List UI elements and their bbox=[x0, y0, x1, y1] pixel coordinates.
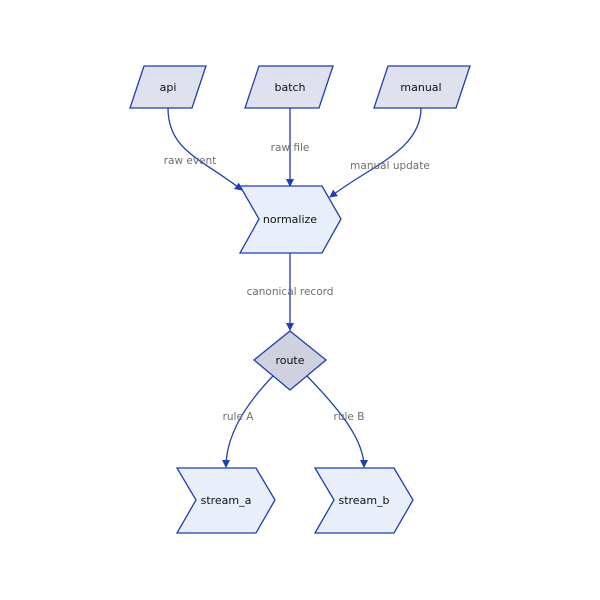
node-stream-b-shape bbox=[313, 467, 414, 534]
edge-route-to-stream-b bbox=[306, 375, 368, 468]
node-stream-a-label: stream_a bbox=[201, 494, 252, 507]
node-batch[interactable]: batch bbox=[244, 65, 334, 109]
node-manual-label: manual bbox=[400, 81, 441, 94]
node-stream-a[interactable]: stream_a bbox=[175, 467, 276, 534]
edge-route-to-stream-a bbox=[222, 375, 274, 468]
node-api-shape bbox=[129, 65, 207, 109]
node-route-label: route bbox=[275, 354, 304, 367]
node-stream-a-shape bbox=[175, 467, 276, 534]
edge-label-rule-b: rule B bbox=[334, 411, 365, 423]
node-api-label: api bbox=[160, 81, 177, 94]
edge-manual-to-normalize bbox=[329, 107, 422, 198]
node-normalize-shape bbox=[238, 185, 342, 254]
node-stream-b[interactable]: stream_b bbox=[313, 467, 414, 534]
edge-label-manual-update: manual update bbox=[350, 160, 430, 172]
node-api[interactable]: api bbox=[129, 65, 207, 109]
edge-label-raw-event: raw event bbox=[164, 155, 217, 167]
node-stream-b-label: stream_b bbox=[338, 494, 389, 507]
node-route-shape bbox=[252, 330, 328, 391]
node-batch-shape bbox=[244, 65, 334, 109]
edge-label-canonical-record: canonical record bbox=[247, 286, 334, 298]
node-manual-shape bbox=[373, 65, 471, 109]
edge-api-to-normalize bbox=[167, 107, 243, 191]
edge-label-raw-file: raw file bbox=[271, 142, 310, 154]
node-batch-label: batch bbox=[274, 81, 305, 94]
node-normalize-label: normalize bbox=[263, 213, 317, 226]
node-route[interactable]: route bbox=[252, 330, 328, 391]
node-normalize[interactable]: normalize bbox=[238, 185, 342, 254]
edge-label-rule-a: rule A bbox=[223, 411, 255, 423]
node-manual[interactable]: manual bbox=[373, 65, 471, 109]
